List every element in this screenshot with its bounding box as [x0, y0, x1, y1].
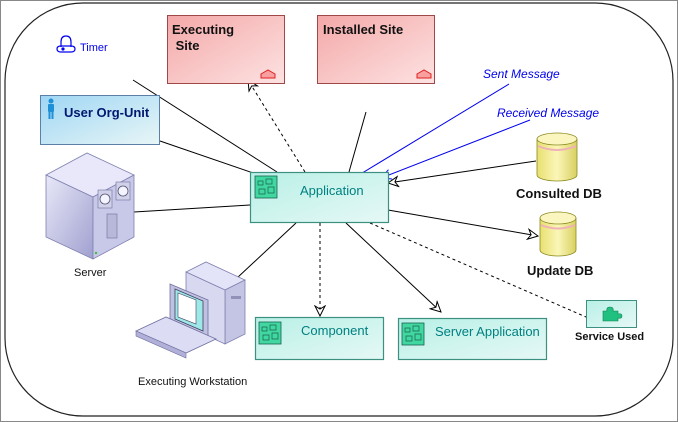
sent-message-label: Sent Message	[483, 67, 560, 81]
executing-site-label-line1: Executing	[172, 22, 234, 37]
person-icon	[48, 98, 54, 119]
edge-workstation-application[interactable]	[236, 222, 297, 279]
timer-bell-icon	[56, 35, 76, 53]
edge-user-org-application[interactable]	[159, 140, 263, 177]
server-label: Server	[74, 267, 107, 279]
edge-server-application[interactable]	[133, 204, 251, 213]
site-icon	[416, 69, 432, 79]
application-label: Application	[300, 183, 364, 198]
puzzle-icon	[258, 321, 282, 345]
executing-site-label-line2: Site	[172, 38, 199, 53]
server-icon	[45, 152, 135, 260]
edge-received-message[interactable]	[381, 119, 531, 178]
edge-consulted-db-application[interactable]	[388, 160, 537, 183]
edge-application-server-application[interactable]	[345, 222, 441, 312]
server-application-node[interactable]: Server Application	[397, 317, 548, 361]
timer-node[interactable]: Timer	[56, 35, 108, 54]
site-icon	[260, 69, 276, 79]
consulted-db-node[interactable]: Consulted DB	[516, 132, 602, 201]
puzzle-icon	[401, 322, 425, 346]
user-org-unit-label: User Org-Unit	[64, 105, 150, 120]
server-node[interactable]: Server	[45, 152, 135, 279]
server-application-label: Server Application	[435, 324, 540, 339]
puzzle-icon	[254, 175, 278, 199]
edge-sent-message[interactable]	[353, 83, 510, 179]
installed-site-label: Installed Site	[323, 22, 403, 37]
workstation-icon	[135, 261, 246, 359]
puzzle-piece-icon	[602, 306, 623, 322]
executing-workstation-label: Executing Workstation	[138, 376, 247, 388]
service-used-node[interactable]: Service Used	[575, 300, 644, 344]
executing-workstation-node[interactable]: Executing Workstation	[135, 261, 247, 388]
executing-site-node[interactable]: Executing Site	[167, 15, 285, 84]
component-node[interactable]: Component	[254, 316, 385, 361]
edge-application-update-db[interactable]	[387, 209, 538, 236]
user-org-unit-node[interactable]: User Org-Unit	[40, 95, 160, 145]
update-db-node[interactable]: Update DB	[527, 211, 593, 278]
database-icon	[536, 132, 578, 182]
edge-installed-site-application[interactable]	[348, 111, 367, 173]
received-message-label: Received Message	[497, 106, 599, 120]
installed-site-node[interactable]: Installed Site	[317, 15, 435, 84]
application-node[interactable]: Application	[249, 171, 390, 224]
database-icon	[539, 211, 577, 257]
consulted-db-label: Consulted DB	[516, 186, 602, 201]
update-db-label: Update DB	[527, 263, 593, 278]
edge-application-executing-site[interactable]	[248, 80, 306, 173]
component-label: Component	[301, 323, 369, 338]
service-used-label: Service Used	[575, 331, 644, 343]
timer-label: Timer	[80, 42, 108, 54]
